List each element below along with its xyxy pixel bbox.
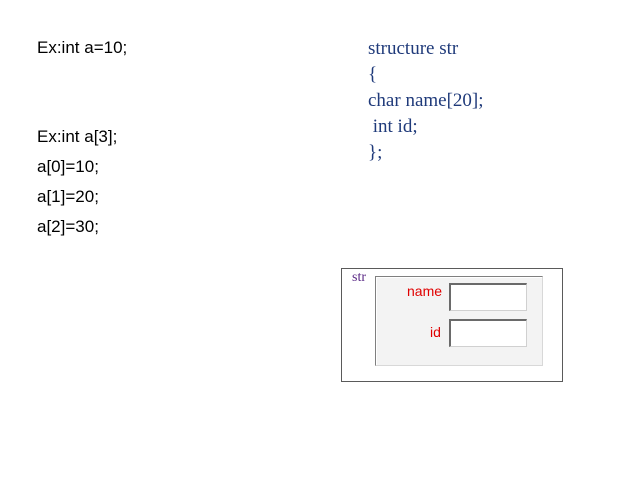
example-int-declaration: Ex:int a=10; — [37, 38, 128, 57]
array-assignment-0: a[0]=10; — [37, 157, 99, 176]
field-name-box — [449, 283, 527, 311]
field-id-label: id — [430, 324, 441, 340]
structure-member-id: int id; — [368, 116, 418, 137]
array-assignment-1: a[1]=20; — [37, 187, 99, 206]
example-array-declaration: Ex:int a[3]; — [37, 127, 118, 146]
structure-close-brace: }; — [368, 142, 383, 163]
structure-declaration: structure str — [368, 38, 459, 59]
structure-open-brace: { — [368, 64, 378, 85]
structure-diagram-label: str — [352, 270, 366, 285]
field-id-box — [449, 319, 527, 347]
field-name-label: name — [407, 283, 443, 299]
structure-member-name: char name[20]; — [368, 90, 484, 111]
array-assignment-2: a[2]=30; — [37, 217, 99, 236]
